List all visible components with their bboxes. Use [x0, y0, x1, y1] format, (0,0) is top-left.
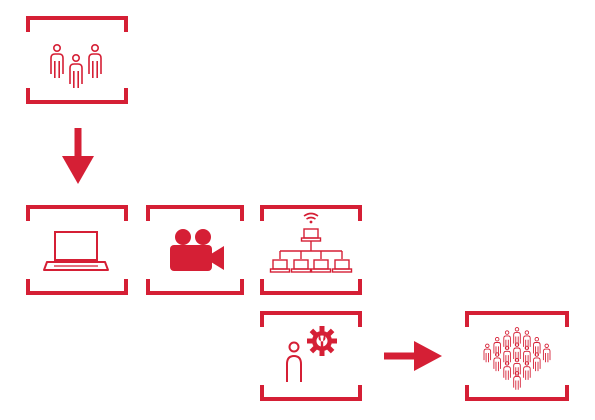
node-network — [258, 203, 364, 297]
node-support — [258, 309, 364, 403]
arrow-down — [62, 128, 94, 191]
wireless-network-computers-icon — [269, 212, 353, 273]
video-camera-icon — [170, 229, 224, 271]
frame-corner-bottom — [26, 88, 128, 104]
node-laptop — [24, 203, 130, 297]
node-video — [144, 203, 246, 297]
person-with-gear-and-wrench-icon — [286, 326, 337, 382]
node-team — [24, 14, 130, 106]
arrow-right — [384, 341, 444, 376]
laptop-icon — [43, 231, 109, 271]
group-of-three-people-icon — [50, 43, 102, 89]
node-audience — [463, 309, 571, 403]
frame-corner-top — [26, 16, 128, 32]
crowd-of-people-icon — [483, 327, 551, 391]
